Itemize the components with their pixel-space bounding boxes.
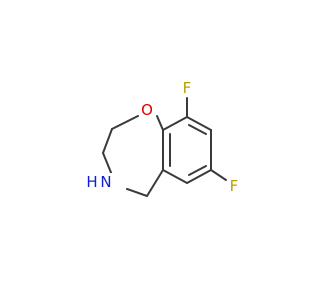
bond-c6-c7-double	[188, 165, 207, 176]
bond-c5a-c6	[162, 169, 188, 184]
bond-n4-c5	[126, 188, 148, 197]
f9-text: F	[183, 79, 192, 97]
bond-c2-c3	[102, 128, 113, 154]
bond-c3-n4	[102, 152, 113, 176]
bond-c5-c5a	[146, 169, 164, 197]
atom-label-layer: F F O H N	[82, 79, 241, 195]
bond-o1-c9a	[156, 115, 164, 131]
bond-c6-c7	[186, 169, 212, 184]
bond-c8-c9	[186, 116, 212, 131]
fluorine-9-label: F	[180, 79, 194, 97]
bond-c9-c9a	[162, 116, 188, 131]
bond-c7-f7	[210, 169, 227, 181]
oxygen-label: O	[139, 101, 155, 119]
bond-o1-c2	[111, 115, 139, 130]
f7-text: F	[230, 177, 239, 195]
molecule-structure: F F O H N	[82, 79, 241, 197]
hydrogen-text: H	[86, 173, 97, 191]
oxygen-text: O	[141, 101, 153, 119]
amine-nh-label: H N	[82, 173, 116, 191]
bond-c8-c9-double	[188, 124, 207, 135]
fluorine-7-label: F	[227, 177, 241, 195]
bond-layer	[102, 97, 227, 197]
nitrogen-text: N	[100, 173, 111, 191]
